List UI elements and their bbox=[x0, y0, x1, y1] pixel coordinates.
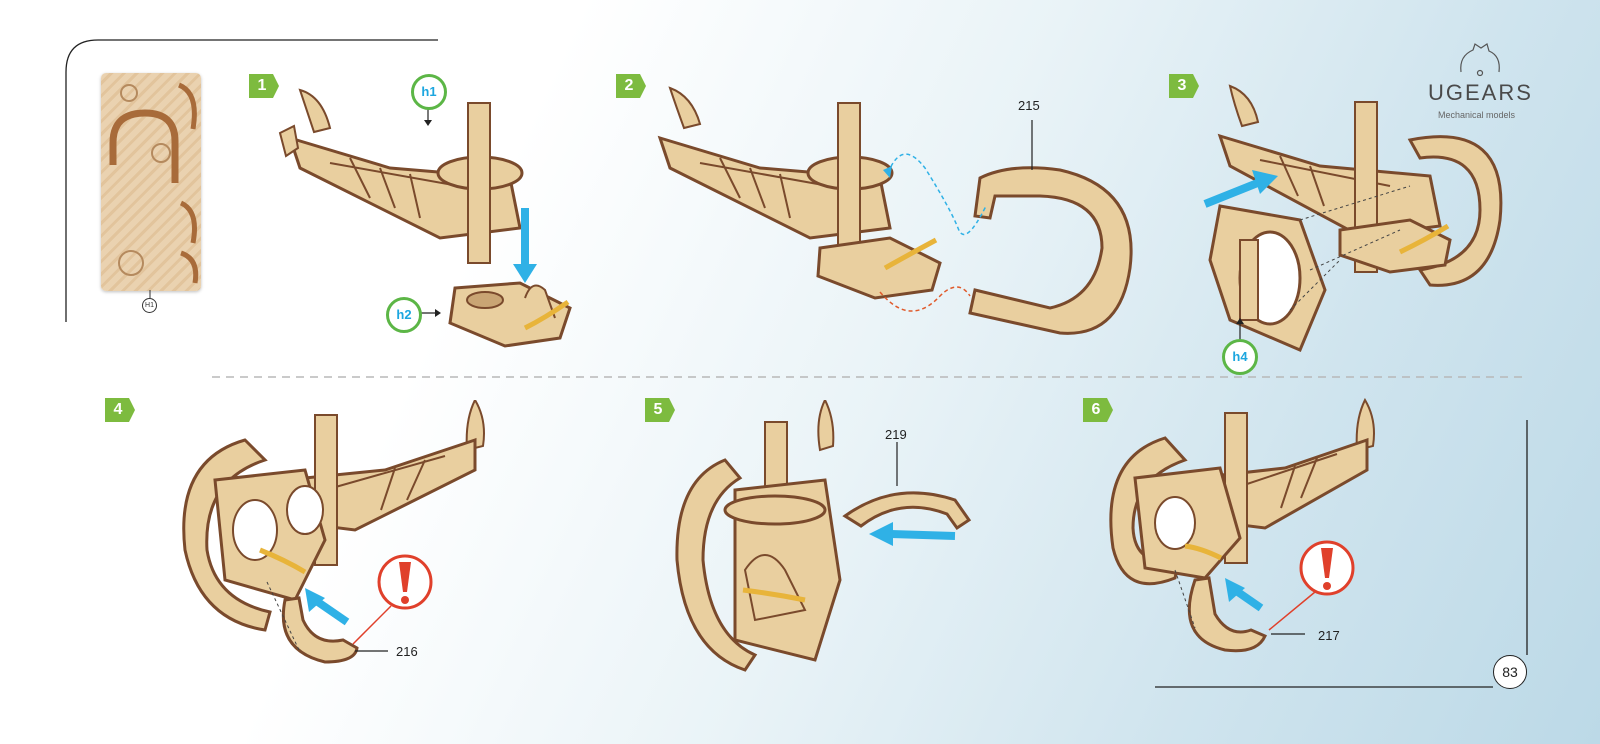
arrow-icon bbox=[1203, 170, 1278, 208]
step-1-illustration bbox=[278, 88, 572, 348]
part-number-215: 215 bbox=[1018, 98, 1040, 113]
step-badge-2: 2 bbox=[616, 74, 646, 98]
step-5-illustration bbox=[675, 400, 972, 672]
step-2-illustration bbox=[657, 86, 1133, 335]
part-label-h2: h2 bbox=[386, 297, 422, 333]
warning-icon bbox=[1299, 540, 1355, 596]
part-number-216: 216 bbox=[396, 644, 418, 659]
step-4-illustration bbox=[182, 400, 485, 664]
warning-icon bbox=[377, 554, 433, 610]
part-number-219: 219 bbox=[885, 427, 907, 442]
sheet-leader bbox=[149, 290, 151, 298]
arrow-icon bbox=[513, 208, 537, 283]
step-6-illustration bbox=[1109, 398, 1375, 653]
part-label-h1: h1 bbox=[411, 74, 447, 110]
gear-icon bbox=[1460, 43, 1500, 77]
sheet-label: H1 bbox=[142, 298, 157, 313]
step-badge-3: 3 bbox=[1169, 74, 1199, 98]
step-badge-5: 5 bbox=[645, 398, 675, 422]
step-badge-6: 6 bbox=[1083, 398, 1113, 422]
brand-tagline: Mechanical models bbox=[1438, 110, 1516, 120]
step-badge-4: 4 bbox=[105, 398, 135, 422]
parts-sheet-thumbnail bbox=[101, 73, 201, 291]
step-3-illustration bbox=[1203, 84, 1503, 352]
part-label-h4: h4 bbox=[1222, 339, 1258, 375]
brand-logo: UGEARS bbox=[1428, 80, 1533, 105]
page-number: 83 bbox=[1493, 655, 1527, 689]
arrow-icon bbox=[869, 522, 956, 546]
part-number-217: 217 bbox=[1318, 628, 1340, 643]
arrow-icon bbox=[305, 588, 350, 626]
step-badge-1: 1 bbox=[249, 74, 279, 98]
arrow-icon bbox=[1225, 578, 1264, 612]
